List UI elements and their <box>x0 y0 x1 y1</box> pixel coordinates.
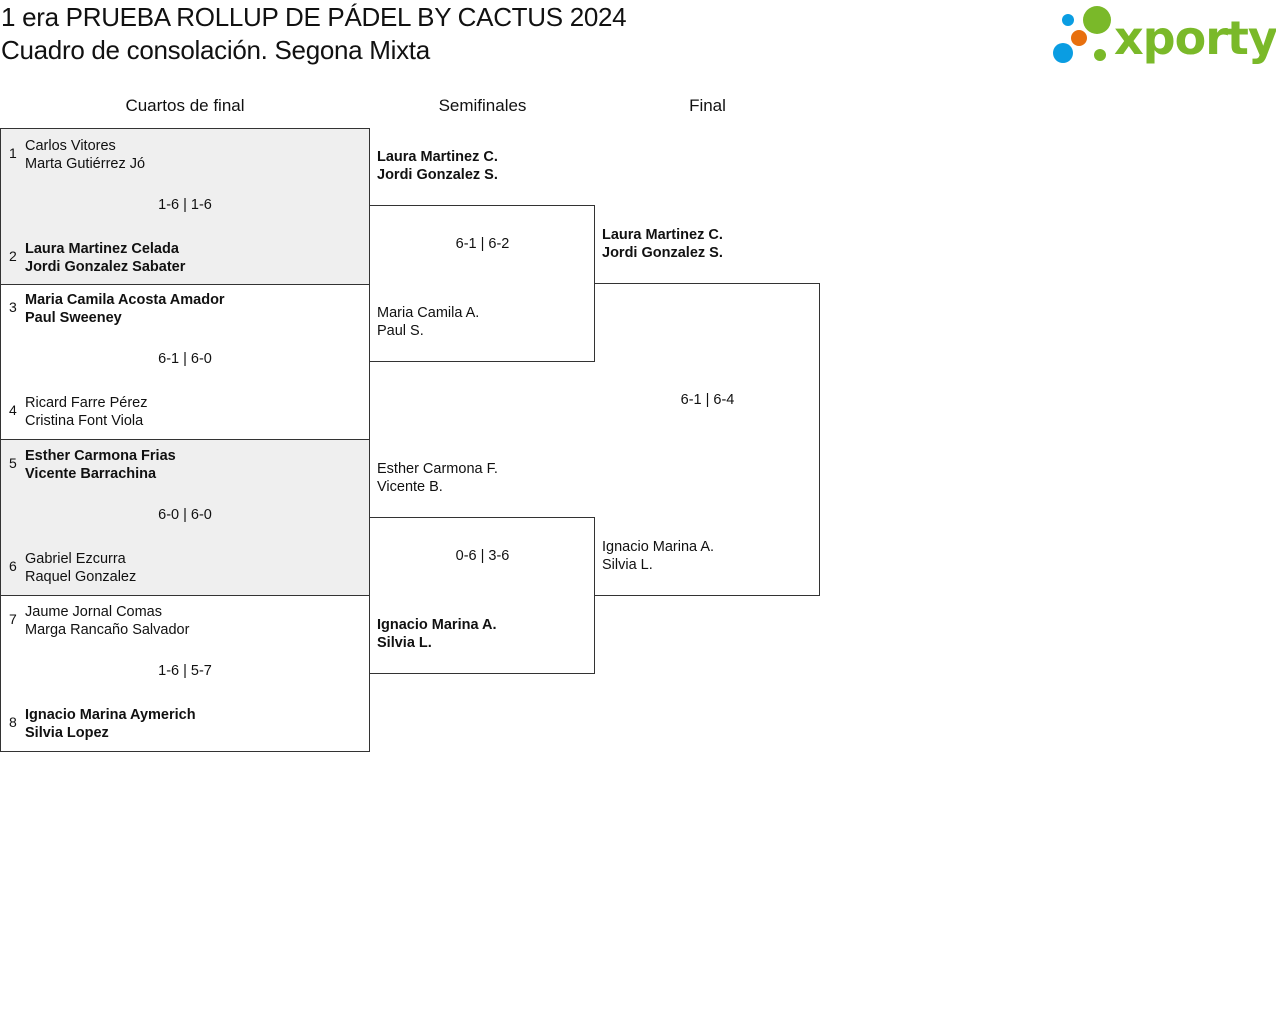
final-box <box>594 283 820 596</box>
match-score: 1-6 | 1-6 <box>158 197 212 213</box>
sf1-team-1: Laura Martinez C.Jordi Gonzalez S. <box>377 149 498 183</box>
seed-number: 1 <box>9 145 17 161</box>
player-2: Silvia Lopez <box>25 725 109 741</box>
sf1-team-2: Maria Camila A.Paul S. <box>377 305 480 339</box>
player-2: Vicente Barrachina <box>25 466 157 482</box>
seed-number: 8 <box>9 714 17 730</box>
draw-subtitle: Cuadro de consolación. Segona Mixta <box>1 35 430 65</box>
player-1: Gabriel Ezcurra <box>25 551 126 567</box>
player-1: Esther Carmona Frias <box>25 448 176 464</box>
final-team-2: Ignacio Marina A.Silvia L. <box>602 539 715 573</box>
match-score: 6-0 | 6-0 <box>158 507 212 523</box>
final-score: 6-1 | 6-4 <box>680 392 735 408</box>
seed-number: 5 <box>9 455 17 471</box>
round-header-semifinals: Semifinales <box>438 96 527 115</box>
tournament-title: 1 era PRUEBA ROLLUP DE PÁDEL BY CACTUS 2… <box>1 2 627 32</box>
player-2: Marga Rancaño Salvador <box>25 622 190 638</box>
player-2: Raquel Gonzalez <box>25 569 137 585</box>
svg-text:xporty: xporty <box>1114 11 1276 65</box>
match-score: 6-1 | 6-0 <box>158 351 212 367</box>
seed-number: 4 <box>9 402 17 418</box>
player-2: Cristina Font Viola <box>25 413 144 429</box>
player-1: Ricard Farre Pérez <box>25 395 148 411</box>
player-2: Paul Sweeney <box>25 310 122 326</box>
seed-number: 7 <box>9 611 17 627</box>
xporty-logo[interactable]: xporty <box>1050 4 1279 66</box>
round-header-final: Final <box>689 96 726 115</box>
player-1: Laura Martinez Celada <box>25 241 179 257</box>
round-header-quarterfinals: Cuartos de final <box>125 96 245 115</box>
player-2: Jordi Gonzalez Sabater <box>25 259 186 275</box>
sf2-team-1: Esther Carmona F.Vicente B. <box>377 461 498 495</box>
player-1: Jaume Jornal Comas <box>25 604 162 620</box>
player-2: Marta Gutiérrez Jó <box>25 156 146 172</box>
seed-number: 2 <box>9 248 17 264</box>
seed-number: 3 <box>9 299 17 315</box>
player-1: Carlos Vitores <box>25 138 116 154</box>
seed-number: 6 <box>9 558 17 574</box>
sf1-score: 6-1 | 6-2 <box>455 236 510 252</box>
match-score: 1-6 | 5-7 <box>158 663 212 679</box>
player-1: Ignacio Marina Aymerich <box>25 707 196 723</box>
final-team-1: Laura Martinez C.Jordi Gonzalez S. <box>602 227 723 261</box>
player-1: Maria Camila Acosta Amador <box>25 292 225 308</box>
sf2-score: 0-6 | 3-6 <box>455 548 510 564</box>
sf2-team-2: Ignacio Marina A.Silvia L. <box>377 617 497 651</box>
